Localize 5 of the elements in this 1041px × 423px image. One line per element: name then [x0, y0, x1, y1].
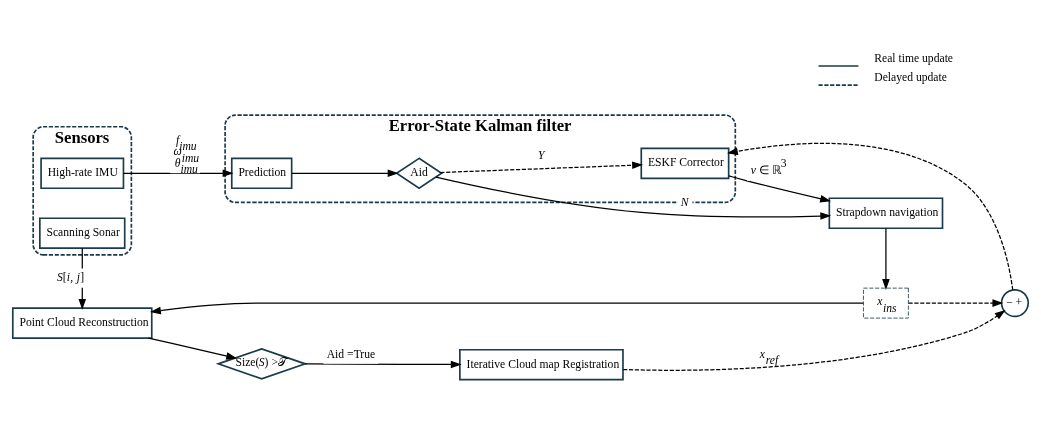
- legend-label: Real time update: [874, 51, 954, 65]
- edge-label: Y: [538, 148, 545, 162]
- legend-label: Delayed update: [874, 70, 947, 84]
- edge-label: S[i, j]: [56, 270, 85, 284]
- edge-label: Aid =True: [326, 347, 376, 361]
